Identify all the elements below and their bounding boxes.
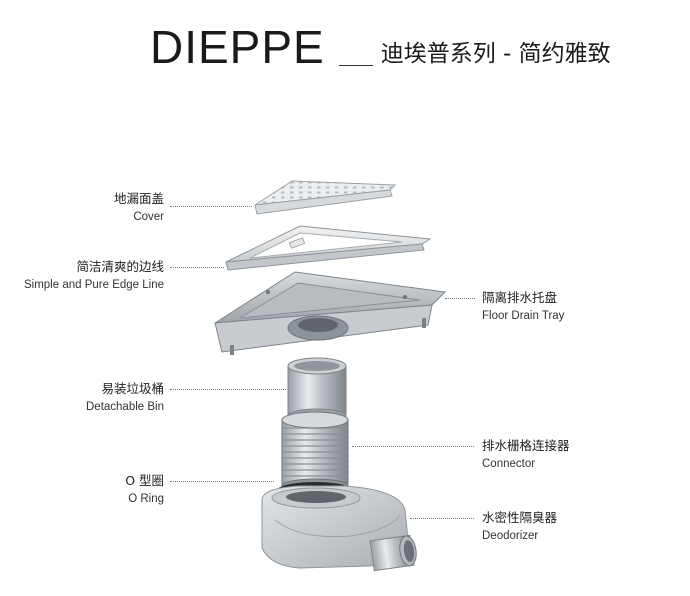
detachable-bin-label: 易装垃圾桶 Detachable Bin — [86, 380, 164, 416]
edge-line-frame-part — [225, 225, 432, 271]
connector-label: 排水栅格连接器 Connector — [482, 437, 570, 473]
brand-name: DIEPPE — [150, 21, 325, 73]
connector-label-zh: 排水栅格连接器 — [482, 438, 570, 453]
title-divider — [338, 64, 373, 66]
connector-label-en: Connector — [482, 458, 536, 470]
floor-drain-tray-part — [214, 271, 447, 355]
connector-leader-line — [352, 446, 474, 447]
edge-line-label-en: Simple and Pure Edge Line — [23, 279, 164, 291]
edge-line-label-zh: 简洁清爽的边线 — [76, 259, 164, 274]
series-subtitle: 迪埃普系列 - 简约雅致 — [380, 41, 611, 67]
cover-label-zh: 地漏面盖 — [113, 191, 164, 206]
edge-line-label: 简洁清爽的边线 Simple and Pure Edge Line — [24, 258, 164, 294]
floor-drain-tray-label-zh: 隔离排水托盘 — [482, 290, 558, 305]
deodorizer-label: 水密性隔臭器 Deodorizer — [482, 509, 557, 545]
deodorizer-leader-line — [410, 518, 474, 519]
o-ring-leader-line — [170, 481, 274, 482]
floor-drain-tray-label-en: Floor Drain Tray — [482, 310, 565, 322]
o-ring-label: O 型圈 O Ring — [125, 472, 164, 508]
o-ring-label-en: O Ring — [128, 493, 164, 505]
deodorizer-label-zh: 水密性隔臭器 — [482, 510, 558, 525]
edge-line-leader-line — [170, 267, 224, 268]
cover-leader-line — [170, 206, 252, 207]
tray-leader-line — [445, 298, 475, 299]
cover-label-en: Cover — [133, 211, 164, 223]
floor-drain-tray-label: 隔离排水托盘 Floor Drain Tray — [482, 289, 564, 325]
detachable-bin-label-zh: 易装垃圾桶 — [101, 381, 164, 396]
deodorizer-label-en: Deodorizer — [482, 530, 539, 542]
detachable-bin-label-en: Detachable Bin — [86, 401, 164, 413]
header-title: DIEPPE 迪埃普系列 - 简约雅致 — [150, 22, 611, 70]
cover-part — [254, 180, 397, 215]
deodorizer-part — [261, 485, 417, 572]
o-ring-label-zh: O 型圈 — [125, 473, 164, 488]
bin-leader-line — [170, 389, 286, 390]
cover-label: 地漏面盖 Cover — [114, 190, 164, 226]
connector-part — [281, 411, 349, 494]
